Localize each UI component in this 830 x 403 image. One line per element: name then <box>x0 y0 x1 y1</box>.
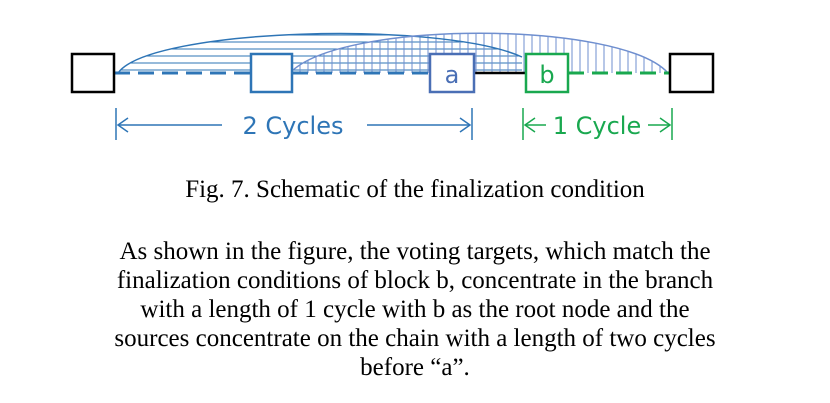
span-1-cycle <box>522 108 673 140</box>
paragraph-line: As shown in the figure, the voting targe… <box>119 238 711 265</box>
span-2-cycles-label: 2 Cycles <box>243 112 344 140</box>
block-a-label: a <box>445 61 460 89</box>
paragraph-line: sources concentrate on the chain with a … <box>114 325 716 352</box>
paragraph-line: finalization conditions of block b, conc… <box>116 267 714 294</box>
span-2-cycles <box>115 108 473 140</box>
block-left <box>70 52 116 94</box>
block-middle <box>249 52 294 94</box>
block-right <box>668 52 715 94</box>
figure-caption: Fig. 7. Schematic of the finalization co… <box>185 176 645 203</box>
block-a <box>428 52 476 94</box>
paragraph-line: before “a”. <box>360 354 470 381</box>
block-b-label: b <box>539 61 554 89</box>
vote-arc-left <box>117 32 523 74</box>
arc-hatch-right <box>299 33 661 73</box>
finalization-diagram: a b 2 Cycles 1 Cycle <box>70 32 715 140</box>
span-1-cycle-label: 1 Cycle <box>553 112 642 140</box>
description-paragraph: As shown in the figure, the voting targe… <box>0 237 830 382</box>
vote-arc-right <box>289 32 669 74</box>
block-b <box>524 52 570 94</box>
paragraph-line: with a length of 1 cycle with b as the r… <box>140 296 690 323</box>
